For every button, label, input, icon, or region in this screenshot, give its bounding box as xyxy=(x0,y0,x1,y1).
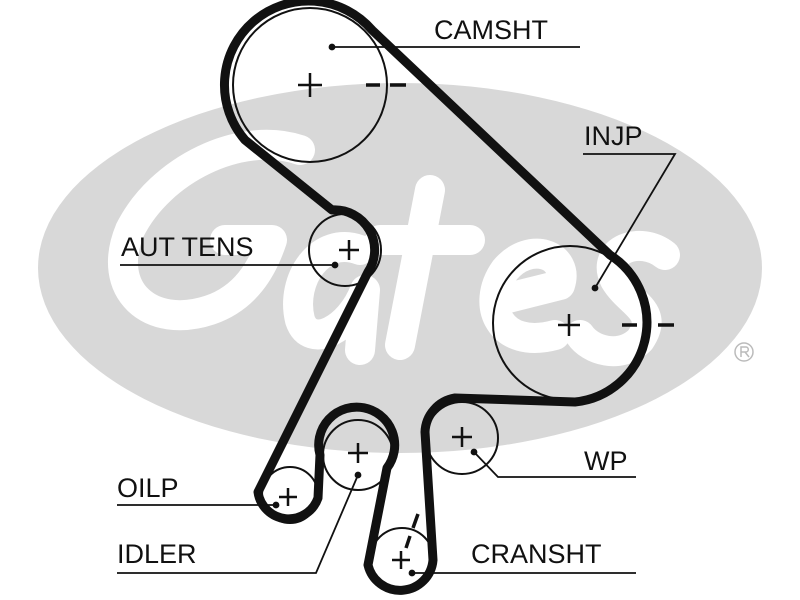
cransht-center-cross-icon xyxy=(392,551,410,569)
idler-center-cross-icon xyxy=(348,443,368,463)
label-idler: IDLER xyxy=(117,539,197,569)
label-aut-tens: AUT TENS xyxy=(121,232,254,262)
pulley-center-marks xyxy=(279,73,674,569)
label-cransht: CRANSHT xyxy=(471,539,602,569)
registered-mark-icon xyxy=(734,342,754,362)
label-wp: WP xyxy=(584,446,628,476)
injp-leader-line xyxy=(583,153,677,289)
gates-logo-watermark xyxy=(38,83,762,453)
label-oilp: OILP xyxy=(117,473,179,503)
label-camsht: CAMSHT xyxy=(434,15,548,45)
wp-center-cross-icon xyxy=(452,427,472,447)
camshaft-center-cross-icon xyxy=(298,73,322,97)
timing-belt xyxy=(219,0,652,595)
tensioner-center-cross-icon xyxy=(339,240,359,260)
injp-center-cross-icon xyxy=(558,314,580,336)
wp-leader-line xyxy=(473,451,636,478)
cransht-timing-mark-icon xyxy=(404,513,420,549)
oilp-center-cross-icon xyxy=(279,488,297,506)
label-injp: INJP xyxy=(584,121,643,151)
idler-leader-line xyxy=(117,474,359,574)
camshaft-pulley xyxy=(232,7,388,163)
